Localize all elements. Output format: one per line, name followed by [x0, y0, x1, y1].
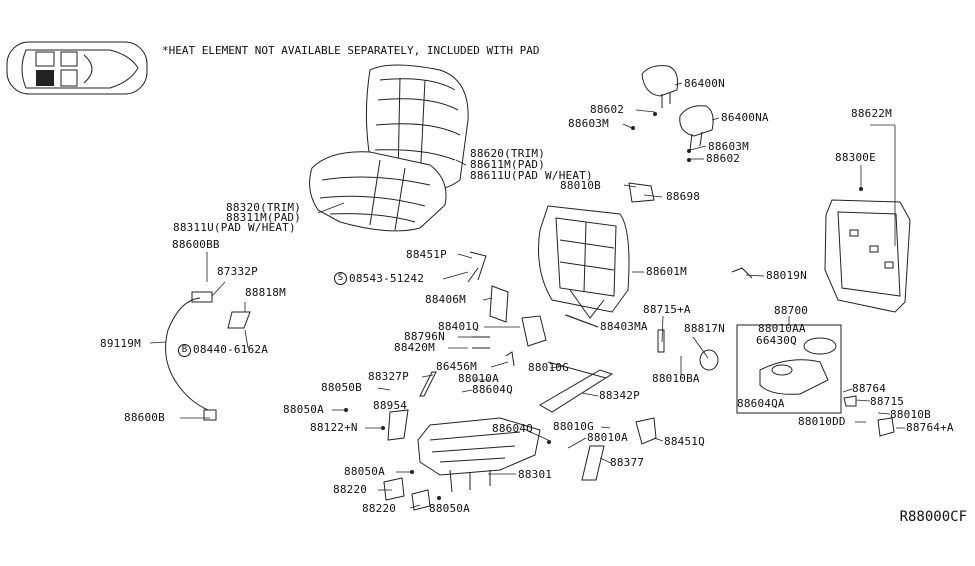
callout-88604QA[interactable]: 88604QA: [737, 397, 785, 410]
callout-88603M[interactable]: 88603M: [568, 117, 609, 130]
callout-88601M[interactable]: 88601M: [646, 265, 687, 278]
callout-88954[interactable]: 88954: [373, 399, 408, 412]
callout-88715A[interactable]: 88715+A: [643, 303, 691, 316]
callout-88010G-b[interactable]: 88010G: [553, 420, 594, 433]
callout-88622M[interactable]: 88622M: [851, 107, 892, 120]
callout-86456M[interactable]: 86456M: [436, 360, 477, 373]
callout-88604Q-b[interactable]: 88604Q: [492, 422, 533, 435]
callout-88301[interactable]: 88301: [518, 468, 553, 481]
seat-frame-drawing: [538, 205, 630, 319]
callout-88817N[interactable]: 88817N: [684, 322, 725, 335]
callout-88010A-b[interactable]: 88010A: [587, 431, 628, 444]
seat-rail-drawing: [539, 361, 614, 413]
callout-88320[interactable]: 88320(TRIM): [226, 201, 302, 214]
fastener-glyphs: [344, 112, 895, 511]
leader-lines: [149, 82, 905, 509]
diagram-code: R88000CF: [899, 509, 967, 525]
vehicle-locator-icon: [6, 41, 148, 95]
callout-88342P[interactable]: 88342P: [599, 389, 640, 402]
seat-assembly-drawing: [309, 64, 469, 232]
callout-88796N[interactable]: 88796N: [404, 330, 445, 343]
callout-08543[interactable]: 08543-51242: [349, 272, 425, 285]
callout-88311M[interactable]: 88311M(PAD): [226, 211, 302, 224]
back-panel-drawing: [824, 187, 911, 313]
callout-88010B-b[interactable]: 88010B: [890, 408, 931, 421]
callout-66430Q[interactable]: 66430Q: [756, 334, 797, 347]
callout-88700[interactable]: 88700: [774, 304, 809, 317]
callout-87332P[interactable]: 87332P: [217, 265, 258, 278]
callout-88010AA[interactable]: 88010AA: [758, 322, 806, 335]
callout-88600B[interactable]: 88600B: [124, 411, 165, 424]
callout-88420M[interactable]: 88420M: [394, 341, 435, 354]
callout-86400NA[interactable]: 86400NA: [721, 111, 769, 124]
callout-88010BA[interactable]: 88010BA: [652, 372, 700, 385]
callout-88010B[interactable]: 88010B: [560, 179, 601, 192]
callout-88698[interactable]: 88698: [666, 190, 701, 203]
headrest-drawing: [641, 65, 714, 151]
callout-88604Q[interactable]: 88604Q: [472, 383, 513, 396]
callout-88010A[interactable]: 88010A: [458, 372, 499, 385]
callout-88050A-c[interactable]: 88050A: [429, 502, 470, 515]
callout-88620[interactable]: 88620(TRIM): [470, 147, 546, 160]
callout-88220-b[interactable]: 88220: [362, 502, 397, 515]
callout-88401Q[interactable]: 88401Q: [438, 320, 479, 333]
callout-88403MA[interactable]: 88403MA: [600, 320, 648, 333]
callout-08440[interactable]: 08440-6162A: [193, 343, 269, 356]
cushion-frame-drawing: [417, 417, 541, 493]
callout-88300E[interactable]: 88300E: [835, 151, 876, 164]
callout-88451Q[interactable]: 88451Q: [664, 435, 705, 448]
heat-element-note: *HEAT ELEMENT NOT AVAILABLE SEPARATELY, …: [162, 44, 540, 57]
callout-88327P[interactable]: 88327P: [368, 370, 409, 383]
circled-b-icon: B: [178, 344, 191, 357]
callout-88010G[interactable]: 88010G: [528, 361, 569, 374]
callout-88818M[interactable]: 88818M: [245, 286, 286, 299]
circled-s-icon: S: [334, 272, 347, 285]
armrest-box-drawing: [736, 324, 842, 414]
callout-88050A-b[interactable]: 88050A: [344, 465, 385, 478]
callout-88602-b[interactable]: 88602: [706, 152, 741, 165]
callout-88010DD[interactable]: 88010DD: [798, 415, 846, 428]
callout-88050B[interactable]: 88050B: [321, 381, 362, 394]
callout-88602[interactable]: 88602: [590, 103, 625, 116]
callout-88715[interactable]: 88715: [870, 395, 905, 408]
callout-88122N[interactable]: 88122+N: [310, 421, 358, 434]
callout-88377[interactable]: 88377: [610, 456, 645, 469]
callout-88603M-b[interactable]: 88603M: [708, 140, 749, 153]
callout-88451P[interactable]: 88451P: [406, 248, 447, 261]
harness-drawing: [165, 291, 251, 421]
callout-88220[interactable]: 88220: [333, 483, 368, 496]
callout-88764A[interactable]: 88764+A: [906, 421, 954, 434]
callout-88019N[interactable]: 88019N: [766, 269, 807, 282]
callout-89119M[interactable]: 89119M: [100, 337, 141, 350]
callout-88611M[interactable]: 88611M(PAD): [470, 158, 546, 171]
callout-86400N[interactable]: 86400N: [684, 77, 725, 90]
callout-88600BB[interactable]: 88600BB: [172, 238, 220, 251]
callout-88311U[interactable]: 88311U(PAD W/HEAT): [173, 221, 296, 234]
callout-88764[interactable]: 88764: [852, 382, 887, 395]
callout-88611U[interactable]: 88611U(PAD W/HEAT): [470, 169, 593, 182]
callout-88406M[interactable]: 88406M: [425, 293, 466, 306]
callout-88050A[interactable]: 88050A: [283, 403, 324, 416]
